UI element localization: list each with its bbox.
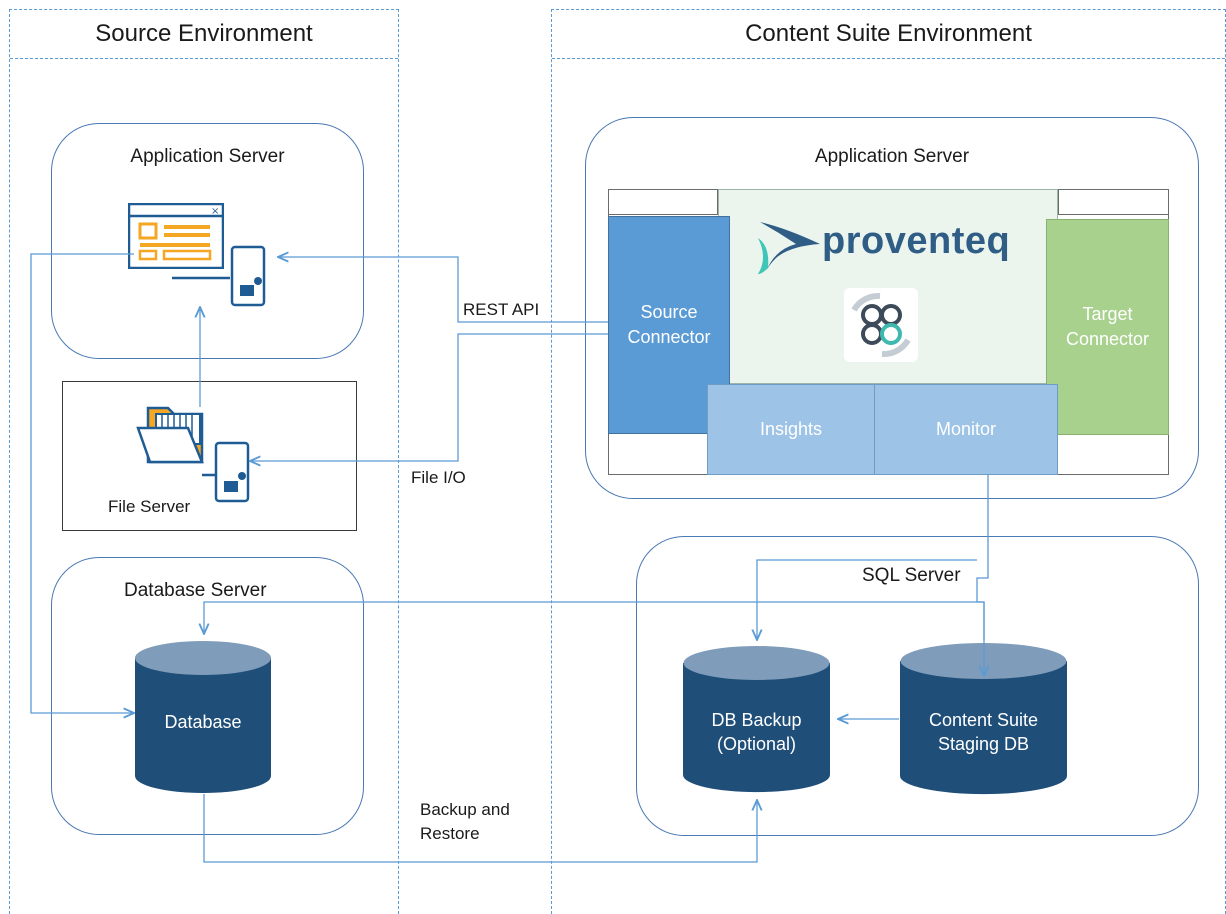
source-environment-title: Source Environment: [10, 10, 398, 59]
database-cylinder[interactable]: [134, 640, 272, 794]
insights-block[interactable]: Insights: [707, 384, 875, 475]
insights-label: Insights: [759, 418, 823, 439]
source-connector-line2: Connector: [627, 327, 711, 347]
db-backup-line1: DB Backup: [711, 710, 802, 730]
monitor-label: Monitor: [935, 418, 997, 439]
workflow-gears-icon: [844, 288, 918, 362]
sql-server-title: SQL Server: [862, 565, 961, 586]
db-backup-cylinder[interactable]: [682, 645, 831, 793]
content-suite-environment-title: Content Suite Environment: [552, 10, 1225, 59]
target-connector-tab: [1058, 189, 1169, 215]
target-connector-line2: Connector: [1065, 329, 1150, 349]
backup-restore-label: Backup and Restore: [420, 798, 510, 846]
svg-text:×: ×: [211, 206, 219, 217]
source-application-server-title: Application Server: [130, 146, 285, 167]
staging-db-label: Content Suite Staging DB: [899, 708, 1068, 757]
proventeq-logo-text: proventeq: [822, 220, 1011, 262]
file-io-label: File I/O: [411, 468, 466, 487]
content-application-server-title: Application Server: [814, 146, 970, 167]
backup-restore-line2: Restore: [420, 823, 480, 843]
backup-restore-line1: Backup and: [420, 800, 510, 819]
rest-api-label: REST API: [463, 300, 540, 319]
sql-server-box[interactable]: [636, 536, 1199, 836]
application-window-icon: ×: [128, 203, 224, 269]
source-application-server-box[interactable]: [51, 123, 364, 359]
server-tower-icon: [172, 245, 266, 307]
database-label: Database: [164, 712, 242, 732]
db-backup-label: DB Backup (Optional): [682, 708, 831, 757]
staging-db-line1: Content Suite: [928, 710, 1039, 730]
monitor-block[interactable]: Monitor: [874, 384, 1058, 475]
db-backup-line2: (Optional): [716, 734, 797, 755]
target-connector-line1: Target: [1082, 303, 1133, 324]
source-connector-tab: [608, 189, 718, 215]
folder-icon: [136, 406, 204, 464]
staging-db-line2: Staging DB: [937, 734, 1030, 755]
proventeq-logo-icon: [758, 222, 820, 274]
database-server-title: Database Server: [124, 580, 267, 601]
source-connector-line1: Source: [640, 301, 698, 322]
file-server-label: File Server: [108, 497, 191, 516]
file-server-tower-icon: [202, 441, 250, 503]
